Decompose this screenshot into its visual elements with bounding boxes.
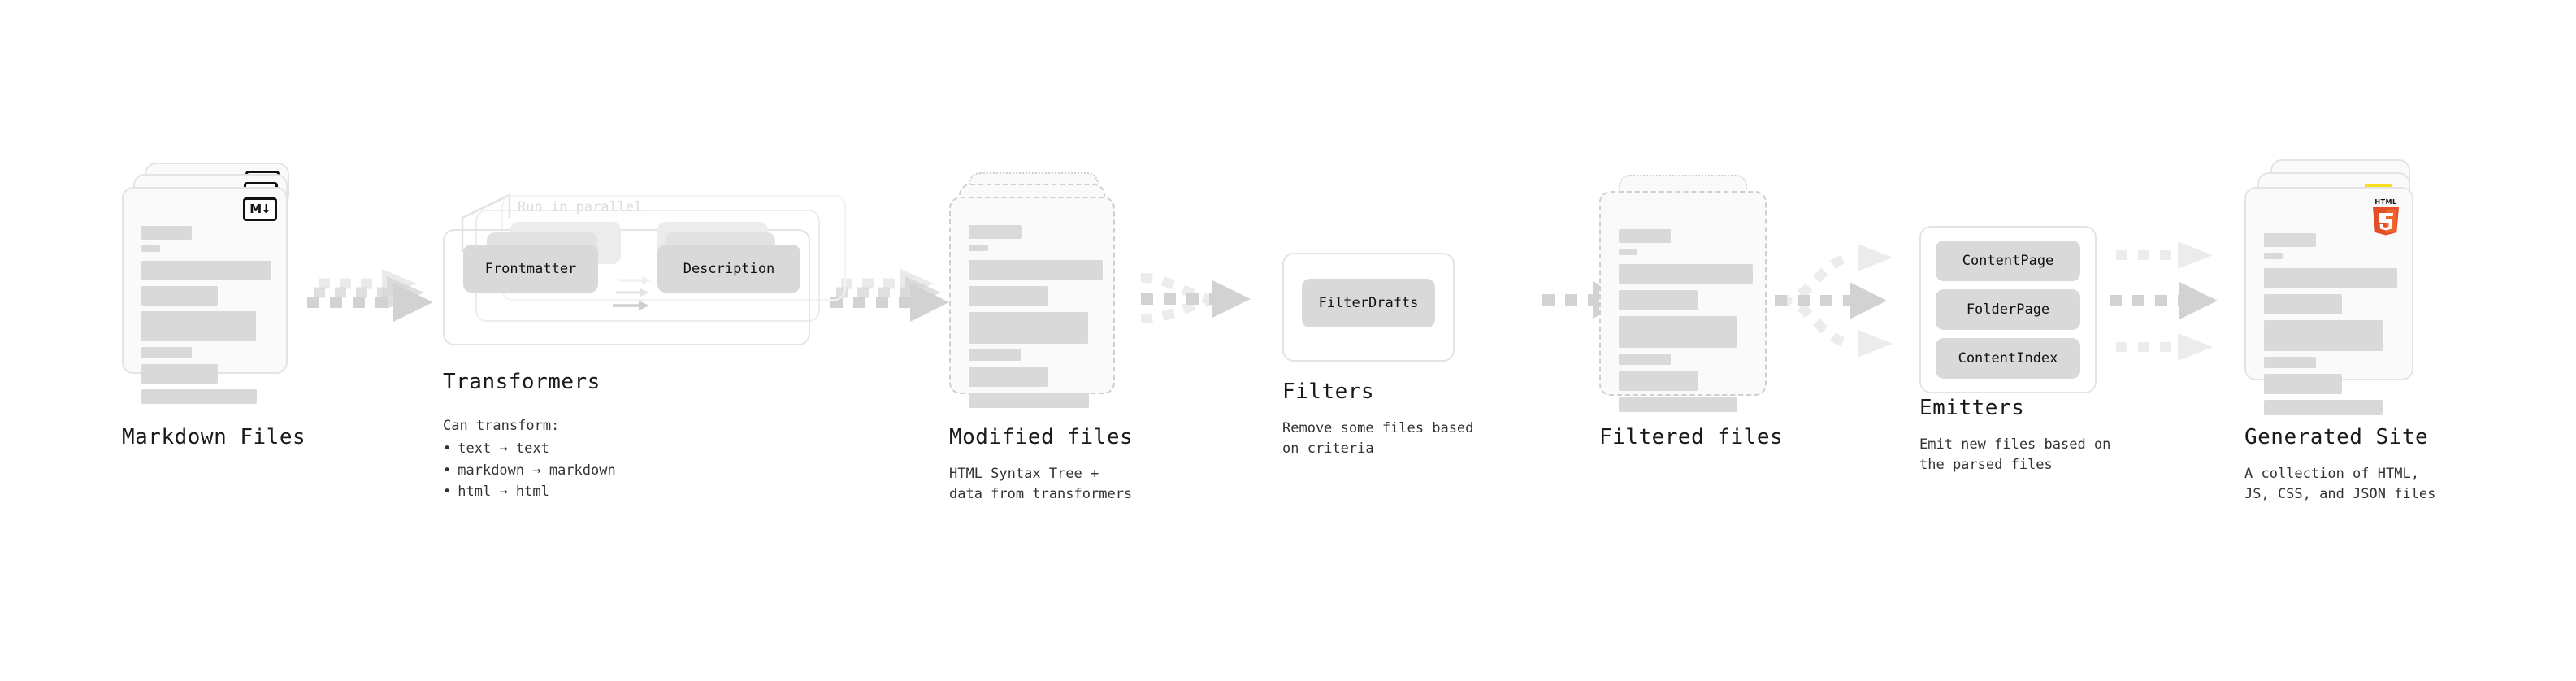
filtered-files-title: Filtered files [1599, 425, 1784, 449]
svg-text:HTML: HTML [2374, 198, 2396, 206]
modified-card-front [949, 197, 1115, 408]
arrow-modified-to-filters [1140, 273, 1251, 323]
chip-contentpage-label: ContentPage [1962, 253, 2054, 269]
generated-site-label-group: Generated Site A collection of HTML, JS,… [2244, 425, 2435, 504]
chip-filterdrafts[interactable]: FilterDrafts [1302, 279, 1435, 327]
filters-box [1282, 253, 1455, 362]
emitters-subtitle: Emit new files based on the parsed files [1919, 436, 2111, 473]
modified-files-title: Modified files [949, 425, 1134, 449]
emitters-box [1919, 226, 2097, 393]
generated-site-title: Generated Site [2244, 425, 2429, 449]
chip-frontmatter[interactable]: Frontmatter [463, 245, 598, 293]
markdown-card-front: M↓ [122, 187, 288, 404]
card-placeholder-bars [1619, 229, 1753, 418]
filters-label-group: Filters Remove some files based on crite… [1282, 380, 1473, 458]
generated-card-front: HTML [2244, 187, 2413, 415]
modified-files-subtitle: HTML Syntax Tree + data from transformer… [949, 466, 1133, 502]
arrow-filtered-to-emitters [1775, 244, 1893, 358]
card-placeholder-bars [141, 226, 271, 410]
markdown-files-title: Markdown Files [122, 425, 306, 449]
transformers-label-group: Transformers Can transform: text → text … [443, 370, 616, 502]
run-in-parallel-note: Run in parallel [518, 199, 643, 215]
filtered-card-front [1599, 191, 1767, 412]
markdown-icon: M↓ [243, 197, 277, 221]
emitters-title: Emitters [1919, 396, 2025, 420]
modified-files-label-group: Modified files HTML Syntax Tree + data f… [949, 425, 1133, 504]
transformers-bullet: html → html [443, 481, 616, 502]
arrow-emitters-to-site [2110, 241, 2218, 361]
filtered-files-label-group: Filtered files [1599, 425, 1783, 449]
chip-description-label: Description [683, 260, 775, 277]
emitters-label-group: Emitters Emit new files based on the par… [1919, 396, 2110, 475]
generated-site-subtitle: A collection of HTML, JS, CSS, and JSON … [2244, 466, 2436, 502]
transformers-lead: Can transform: [443, 418, 560, 434]
chip-filterdrafts-label: FilterDrafts [1318, 295, 1419, 311]
chip-contentindex[interactable]: ContentIndex [1936, 338, 2080, 379]
chip-contentindex-label: ContentIndex [1958, 350, 2058, 367]
chip-description[interactable]: Description [657, 245, 800, 293]
chip-contentpage[interactable]: ContentPage [1936, 241, 2080, 281]
arrow-markdown-to-transformers [307, 269, 433, 322]
markdown-files-label-group: Markdown Files [122, 425, 306, 449]
card-placeholder-bars [2264, 233, 2397, 421]
transformers-group: Frontmatter Description [443, 195, 849, 358]
transformers-capabilities: Can transform: text → text markdown → ma… [443, 415, 616, 502]
chip-frontmatter-label: Frontmatter [484, 260, 577, 277]
html5-icon: HTML [2373, 198, 2399, 236]
transformers-box-front [443, 229, 810, 345]
chip-folderpage-label: FolderPage [1966, 301, 2050, 318]
filters-subtitle: Remove some files based on criteria [1282, 420, 1474, 457]
filters-title: Filters [1282, 380, 1375, 404]
transformers-bullet: markdown → markdown [443, 460, 615, 481]
card-placeholder-bars [969, 225, 1103, 414]
transformers-bullet: text → text [443, 438, 616, 459]
chip-folderpage[interactable]: FolderPage [1936, 289, 2080, 330]
transformers-title: Transformers [443, 370, 601, 394]
